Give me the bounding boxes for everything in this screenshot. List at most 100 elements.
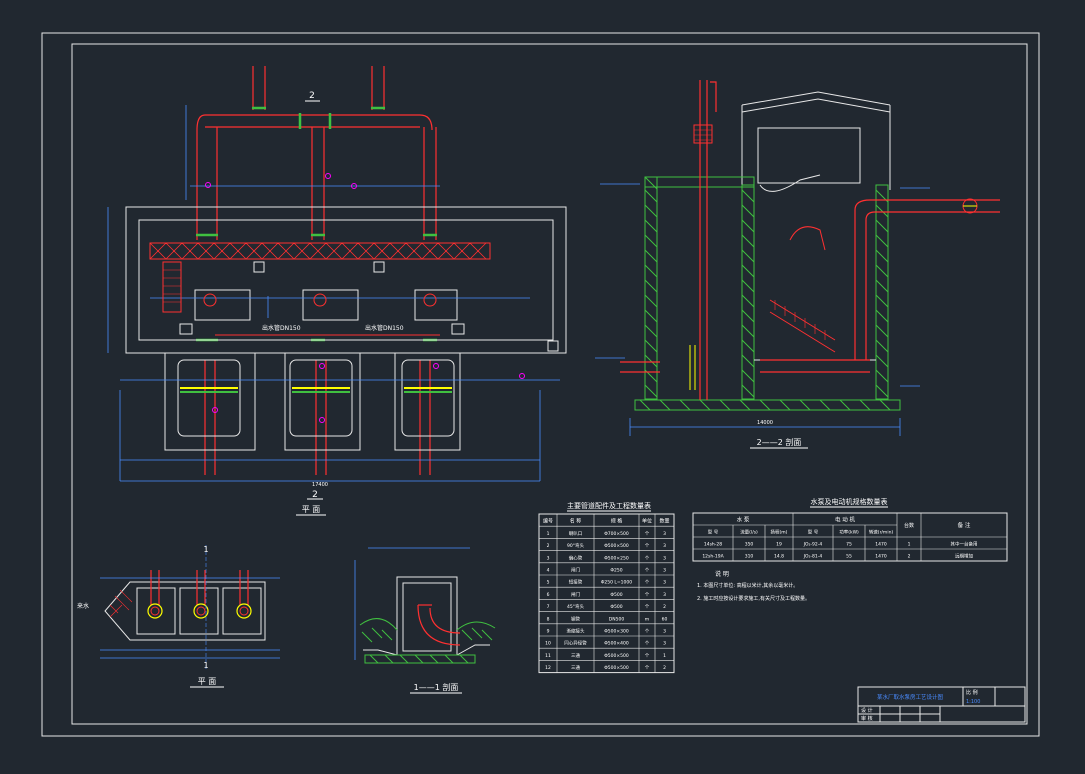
pipe-table-cell: 个 — [645, 604, 650, 610]
pipe-table-cell: Φ500×300 — [604, 629, 629, 635]
pipe-table-cell: 60 — [662, 616, 668, 622]
pipe-table-cell: Φ500×500 — [604, 653, 629, 659]
pump-table-cell: 其中一台备用 — [951, 541, 978, 548]
pipe-table-cell: 渐缩接头 — [567, 628, 585, 635]
pipe-table-cell: 喇叭口 — [569, 530, 583, 537]
pipe-table-cell: 10 — [545, 641, 551, 647]
title-block-designer: 设 计 — [861, 707, 873, 714]
pipe-table-cell: 4 — [547, 568, 550, 574]
notes-item-1: 1. 本图尺寸单位: 高程以米计,其余以毫米计。 — [697, 582, 798, 589]
pipe-table-cell: Φ500×500 — [604, 665, 629, 671]
section-11-label: 1——1 剖面 — [414, 682, 459, 692]
outer-border — [41, 32, 1040, 737]
pipe-table-cell: 2 — [547, 543, 550, 549]
pump-table-cell: 14sh-28 — [704, 542, 722, 548]
section-2-2: 14000 2——2 剖面 — [595, 80, 1000, 449]
pipe-table-cell: Φ250 L=1000 — [601, 580, 632, 586]
plan-section-mark-top: 2 — [309, 91, 315, 101]
pump-table-header: 型 号 — [808, 529, 819, 536]
pump-table-cell: 2 — [908, 554, 911, 560]
pump-table-title: 水泵及电动机规格数量表 — [811, 497, 888, 506]
pipe-table-cell: 3 — [663, 568, 666, 574]
inner-border — [71, 43, 1028, 725]
title-block-scale-value: 1:100 — [966, 699, 980, 705]
plan-section-mark-bottom: 2 — [312, 490, 318, 500]
pump-table-col-count: 台数 — [904, 522, 914, 529]
pump-table-header: 扬程(m) — [771, 529, 788, 536]
pipe-table-cell: 个 — [645, 641, 650, 647]
plan-view: 2 2 出水管DN150 出水管DN150 17400 平 面 — [107, 66, 567, 516]
pipe-table-cell: 偏心管 — [569, 554, 583, 561]
pump-table-header: 功率(kW) — [839, 529, 859, 536]
pipe-table-cell: Φ250 — [610, 568, 622, 574]
pipe-table-cell: 同心异径管 — [564, 640, 587, 647]
pump-motor-table: 水 泵电 动 机台数备 注型 号流量(l/s)扬程(m)型 号功率(kW)转速(… — [692, 512, 1008, 562]
pipe-table-cell: 3 — [663, 592, 666, 598]
pipe-table-cell: m — [645, 617, 649, 622]
pump-table-header: 型 号 — [708, 529, 719, 536]
pump-table-cell: 1470 — [875, 542, 887, 548]
pipe-table-cell: 三通 — [571, 652, 580, 659]
pipe-table-cell: 个 — [645, 531, 650, 537]
plan-view-label: 平 面 — [302, 505, 321, 514]
pipe-table-cell: 个 — [645, 555, 650, 561]
pipe-table-cell: 3 — [547, 555, 550, 561]
pipe-table-cell: Φ500×250 — [604, 555, 629, 561]
pipe-table-cell: 个 — [645, 568, 650, 574]
pipe-table-cell: 钢管 — [571, 615, 580, 622]
pipe-table-cell: DN500 — [609, 616, 625, 622]
pump-table-cell: 12sh-19A — [702, 554, 724, 560]
section-22-label: 2——2 剖面 — [757, 437, 802, 447]
pipe-table-cell: 6 — [547, 592, 550, 598]
pipe-table-cell: 2 — [663, 665, 666, 671]
pipe-table-cell: 8 — [547, 616, 550, 622]
pipe-table-cell: Φ500 — [610, 592, 622, 598]
pump-table-cell: 350 — [745, 542, 754, 548]
pipe-table-cell: 闸门 — [571, 567, 580, 574]
small-plan-inflow: 来水 — [77, 602, 89, 610]
pump-table-cell: 14.8 — [774, 554, 784, 560]
notes-heading: 说 明 — [715, 570, 729, 578]
small-plan-section-mark-top: 1 — [203, 545, 208, 554]
pipe-table-cell: 90°弯头 — [567, 542, 584, 549]
pipe-table-cell: 1 — [547, 531, 550, 537]
pipe-table-title: 主要管道配件及工程数量表 — [567, 501, 651, 510]
pipe-table-cell: 3 — [663, 555, 666, 561]
plan-pipe-label-left: 出水管DN150 — [262, 324, 301, 332]
pipe-table-cell: 3 — [663, 531, 666, 537]
pump-table-group-motor: 电 动 机 — [835, 516, 855, 524]
notes-item-2: 2. 施工时应按设计要求施工,有关尺寸及工程数量。 — [697, 595, 810, 602]
pipe-table-cell: 个 — [645, 580, 650, 586]
plan-total-width: 17400 — [312, 482, 328, 488]
pipe-table-cell: 3 — [663, 629, 666, 635]
pump-table-cell: 310 — [745, 554, 754, 560]
title-block-drawing-title: 某水厂取水泵房工艺设计图 — [877, 693, 944, 701]
pump-table-cell: 1470 — [875, 554, 887, 560]
small-plan-section-mark-bottom: 1 — [203, 661, 208, 670]
pipe-table-cell: 2 — [663, 604, 666, 610]
pump-table-cell: JO₂-81-4 — [803, 554, 823, 560]
pump-table-cell: 75 — [846, 542, 852, 548]
pump-table-col-remark: 备 注 — [958, 521, 971, 529]
small-plan: 1 1 来水 平 面 — [77, 545, 280, 688]
title-block-scale-label: 比 例 — [966, 689, 978, 696]
title-block-reviewer: 审 核 — [861, 715, 873, 722]
pipe-table-cell: 个 — [645, 543, 650, 549]
pump-table-cell: 19 — [776, 542, 782, 548]
pump-table-cell: JO₂-92-4 — [803, 542, 823, 548]
pipe-table-cell: 三通 — [571, 664, 580, 671]
small-plan-label: 平 面 — [198, 677, 217, 686]
pipe-table-cell: 闸门 — [571, 591, 580, 598]
pipe-table-header: 单位 — [642, 518, 652, 525]
pump-table-cell: 55 — [846, 554, 852, 560]
pipe-table-header: 名 称 — [570, 518, 582, 525]
pump-table-header: 流量(l/s) — [740, 529, 758, 536]
pump-table-cell: 1 — [908, 542, 911, 548]
pump-table-header: 转速(r/min) — [869, 529, 894, 536]
pipe-table-cell: 个 — [645, 653, 650, 659]
pipe-table-cell: 个 — [645, 629, 650, 635]
pipe-table-cell: 3 — [663, 641, 666, 647]
pipe-table-cell: 3 — [663, 543, 666, 549]
